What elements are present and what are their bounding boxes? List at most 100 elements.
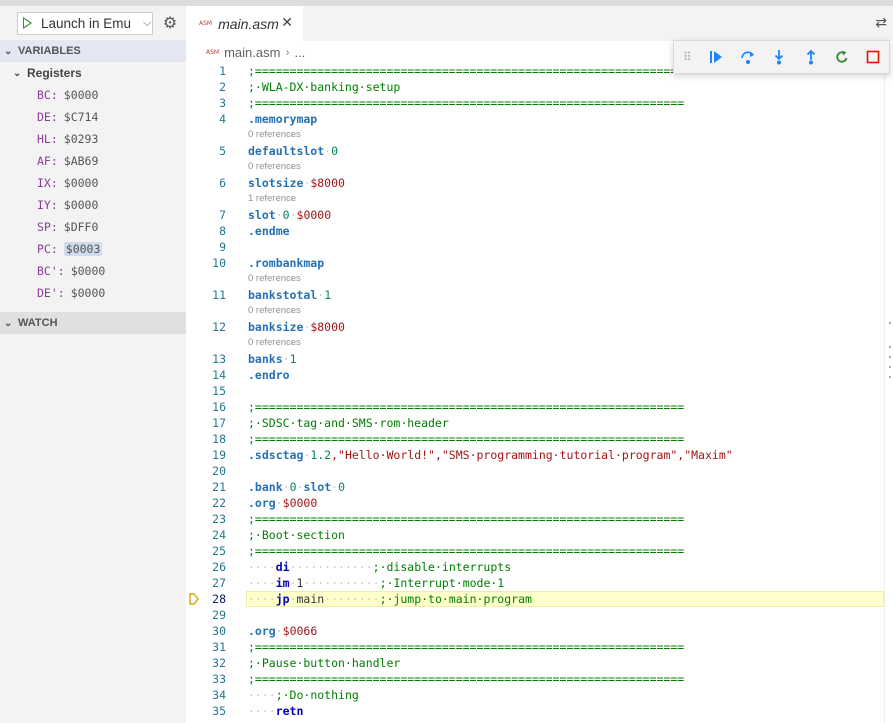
register-value[interactable]: $0000 — [63, 176, 99, 190]
code-line[interactable]: ;=======================================… — [248, 672, 685, 686]
step-out-button[interactable] — [795, 46, 826, 68]
code-line[interactable]: ····;·Do·nothing — [248, 688, 359, 702]
gear-icon[interactable]: ⚙ — [162, 13, 178, 32]
register-name: SP: — [37, 220, 58, 234]
register-row[interactable]: PC: $0003 — [0, 238, 186, 260]
asm-file-icon: ASM — [199, 20, 213, 27]
line-number: 29 — [212, 608, 226, 622]
breadcrumb-file[interactable]: main.asm — [224, 44, 281, 60]
code-line[interactable]: slot·0·$0000 — [248, 208, 332, 222]
register-row[interactable]: HL:$0293 — [0, 128, 186, 150]
continue-icon — [710, 51, 723, 63]
start-debugging-icon[interactable] — [23, 17, 32, 29]
register-value[interactable]: $0000 — [63, 88, 99, 102]
code-editor[interactable]: 1;======================================… — [186, 63, 893, 723]
register-row[interactable]: IX:$0000 — [0, 172, 186, 194]
stop-button[interactable] — [858, 46, 889, 68]
line-number: 24 — [212, 528, 226, 542]
code-line[interactable]: ;=======================================… — [248, 400, 685, 414]
chevron-right-icon: › — [285, 45, 290, 59]
line-number: 26 — [212, 560, 226, 574]
register-value[interactable]: $0000 — [70, 286, 106, 300]
code-line[interactable]: ;=======================================… — [248, 640, 685, 654]
register-value[interactable]: $AB69 — [63, 154, 99, 168]
scroll-marker — [889, 346, 891, 348]
code-line[interactable]: bankstotal·1 — [248, 288, 332, 302]
register-row[interactable]: AF:$AB69 — [0, 150, 186, 172]
overview-ruler[interactable] — [884, 63, 893, 723]
register-name: PC: — [37, 242, 58, 256]
line-number: 11 — [212, 288, 226, 302]
code-lens-references[interactable]: 0 references — [248, 337, 301, 348]
code-line[interactable]: defaultslot·0 — [248, 144, 339, 158]
line-number: 9 — [219, 240, 226, 254]
chevron-down-icon[interactable]: ⌵ — [143, 16, 152, 29]
code-line[interactable]: .org·$0000 — [248, 496, 318, 510]
code-line[interactable]: .org·$0066 — [248, 624, 318, 638]
continue-button[interactable] — [701, 46, 732, 68]
scroll-marker — [889, 366, 891, 368]
step-into-button[interactable] — [763, 46, 794, 68]
register-row[interactable]: BC':$0000 — [0, 260, 186, 282]
code-line[interactable]: ;·Pause·button·handler — [248, 656, 401, 670]
register-value[interactable]: $0000 — [70, 264, 106, 278]
launch-config-select[interactable]: Launch in Emu ⌵ — [17, 11, 153, 35]
code-line[interactable]: .endme — [248, 224, 290, 238]
drag-handle-icon[interactable]: ⠿ — [683, 50, 692, 64]
code-line[interactable]: banks·1 — [248, 352, 297, 366]
register-value[interactable]: $0003 — [63, 242, 103, 256]
line-number: 22 — [212, 496, 226, 510]
code-line[interactable]: .endro — [248, 368, 290, 382]
registers-group[interactable]: ⌄ Registers — [0, 62, 186, 84]
restart-button[interactable] — [826, 46, 857, 68]
code-lens-references[interactable]: 0 references — [248, 129, 301, 140]
code-line[interactable]: ····im·1···········;·Interrupt·mode·1 — [248, 576, 505, 590]
variables-section-header[interactable]: ⌄ VARIABLES — [0, 40, 186, 62]
line-number: 12 — [212, 320, 226, 334]
code-line[interactable]: ;·SDSC·tag·and·SMS·rom·header — [248, 416, 449, 430]
code-line[interactable]: banksize·$8000 — [248, 320, 345, 334]
current-line-highlight — [246, 591, 884, 607]
close-icon[interactable]: ✕ — [281, 15, 293, 31]
code-line[interactable]: ;=======================================… — [248, 96, 685, 110]
code-line[interactable]: ····jp·main········;·jump·to·main·progra… — [248, 592, 532, 606]
register-value[interactable]: $0293 — [63, 132, 99, 146]
register-name: IY: — [37, 198, 58, 212]
register-row[interactable]: SP: $DFF0 — [0, 216, 186, 238]
code-line[interactable]: ;=======================================… — [248, 512, 685, 526]
code-line[interactable]: ;·Boot·section — [248, 528, 345, 542]
code-line[interactable]: ;=======================================… — [248, 544, 685, 558]
execution-pointer-icon — [189, 593, 199, 605]
register-value[interactable]: $DFF0 — [63, 220, 99, 234]
code-line[interactable]: slotsize·$8000 — [248, 176, 345, 190]
register-name: DE': — [37, 286, 65, 300]
code-line[interactable]: ····retn — [248, 704, 304, 718]
line-number: 5 — [219, 144, 226, 158]
code-lens-references[interactable]: 0 references — [248, 273, 301, 284]
code-lens-references[interactable]: 0 references — [248, 161, 301, 172]
breadcrumb-more[interactable]: ... — [294, 44, 306, 60]
register-row[interactable]: IY: $0000 — [0, 194, 186, 216]
code-line[interactable]: .rombankmap — [248, 256, 325, 270]
code-lens-references[interactable]: 0 references — [248, 305, 301, 316]
code-line[interactable]: .sdsctag·1.2,"Hello·World!","SMS·program… — [248, 448, 733, 462]
register-value[interactable]: $C714 — [63, 110, 99, 124]
compare-changes-icon[interactable]: ⇄ — [875, 15, 887, 31]
code-line[interactable]: ····di············;·disable·interrupts — [248, 560, 512, 574]
code-line[interactable]: .memorymap — [248, 112, 318, 126]
code-line[interactable]: ;=======================================… — [248, 432, 685, 446]
tab-main-asm[interactable]: ASM main.asm ✕ — [186, 6, 303, 41]
register-row[interactable]: DE': $0000 — [0, 282, 186, 304]
code-lens-references[interactable]: 1 reference — [248, 193, 297, 204]
tab-label: main.asm — [218, 15, 279, 32]
step-over-button[interactable] — [732, 46, 763, 68]
watch-section-header[interactable]: ⌄ WATCH — [0, 312, 186, 334]
code-line[interactable]: .bank·0·slot·0 — [248, 480, 346, 494]
register-row[interactable]: BC:$0000 — [0, 84, 186, 106]
code-line[interactable]: ;·WLA-DX·banking·setup — [248, 80, 401, 94]
line-number: 17 — [212, 416, 226, 430]
register-row[interactable]: DE:$C714 — [0, 106, 186, 128]
code-line[interactable]: ;=======================================… — [248, 64, 685, 78]
register-value[interactable]: $0000 — [63, 198, 99, 212]
launch-bar: Launch in Emu ⌵ — [0, 6, 186, 40]
